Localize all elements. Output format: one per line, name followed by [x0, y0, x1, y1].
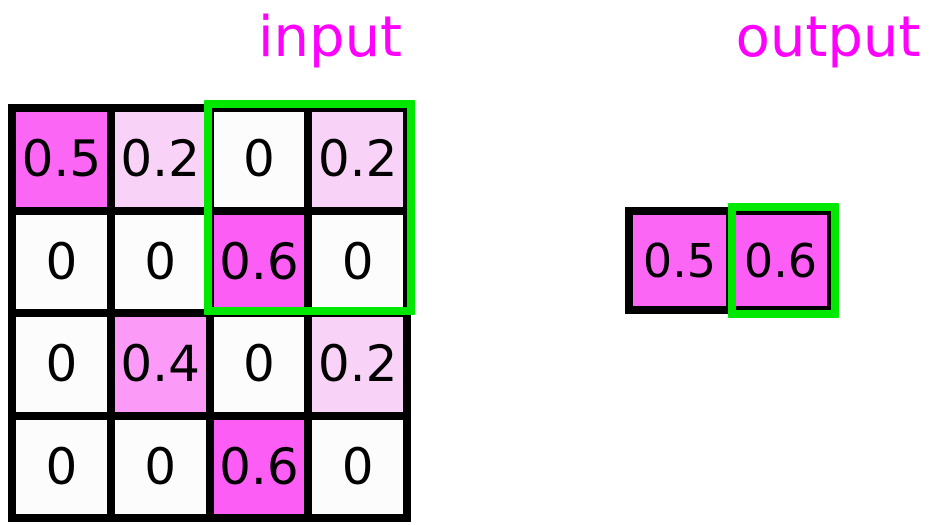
input-cell-value: 0: [45, 437, 78, 496]
input-cell-r0-c0: 0.5: [16, 112, 107, 207]
output-cell-r0-c1: 0.6: [734, 215, 827, 306]
input-title: input: [257, 5, 403, 70]
input-cell-r0-c3: 0.2: [312, 112, 403, 207]
input-cell-value: 0.6: [219, 437, 299, 496]
input-cell-value: 0.4: [120, 335, 200, 394]
input-cell-r0-c1: 0.2: [114, 112, 206, 207]
output-title: output: [735, 5, 921, 70]
input-cell-value: 0: [341, 437, 374, 496]
input-cell-r1-c2: 0.6: [213, 214, 305, 309]
input-cell-value: 0.2: [120, 130, 200, 189]
input-cell-r2-c3: 0.2: [312, 317, 403, 412]
input-cell-r2-c1: 0.4: [114, 317, 206, 412]
input-cell-r1-c0: 0: [16, 214, 107, 309]
input-cell-value: 0: [242, 335, 275, 394]
input-cell-r1-c3: 0: [312, 214, 403, 309]
input-cell-value: 0.5: [21, 130, 102, 189]
input-cell-value: 0.6: [219, 232, 299, 291]
input-cell-value: 0.2: [317, 130, 398, 189]
output-cell-value: 0.5: [642, 233, 717, 288]
output-cell-r0-c0: 0.5: [633, 215, 726, 306]
input-cell-r0-c2: 0: [213, 112, 305, 207]
input-cell-value: 0: [144, 232, 177, 291]
input-cell-value: 0: [341, 232, 374, 291]
input-cell-value: 0: [45, 232, 78, 291]
input-matrix: 0.5 0.2 0 0.2 0 0 0.6 0 0 0.4 0 0.2 0 0 0.6 0: [8, 104, 411, 522]
input-cell-r3-c3: 0: [312, 419, 403, 514]
input-cell-r1-c1: 0: [114, 214, 206, 309]
input-cell-value: 0: [144, 437, 177, 496]
input-cell-r2-c2: 0: [213, 317, 305, 412]
input-cell-r3-c2: 0.6: [213, 419, 305, 514]
output-matrix: 0.5 0.6: [625, 207, 835, 314]
input-cell-r2-c0: 0: [16, 317, 107, 412]
input-cell-value: 0: [242, 130, 275, 189]
output-cell-value: 0.6: [743, 233, 818, 288]
input-cell-r3-c0: 0: [16, 419, 107, 514]
input-cell-r3-c1: 0: [114, 419, 206, 514]
input-cell-value: 0: [45, 335, 78, 394]
input-cell-value: 0.2: [317, 335, 398, 394]
